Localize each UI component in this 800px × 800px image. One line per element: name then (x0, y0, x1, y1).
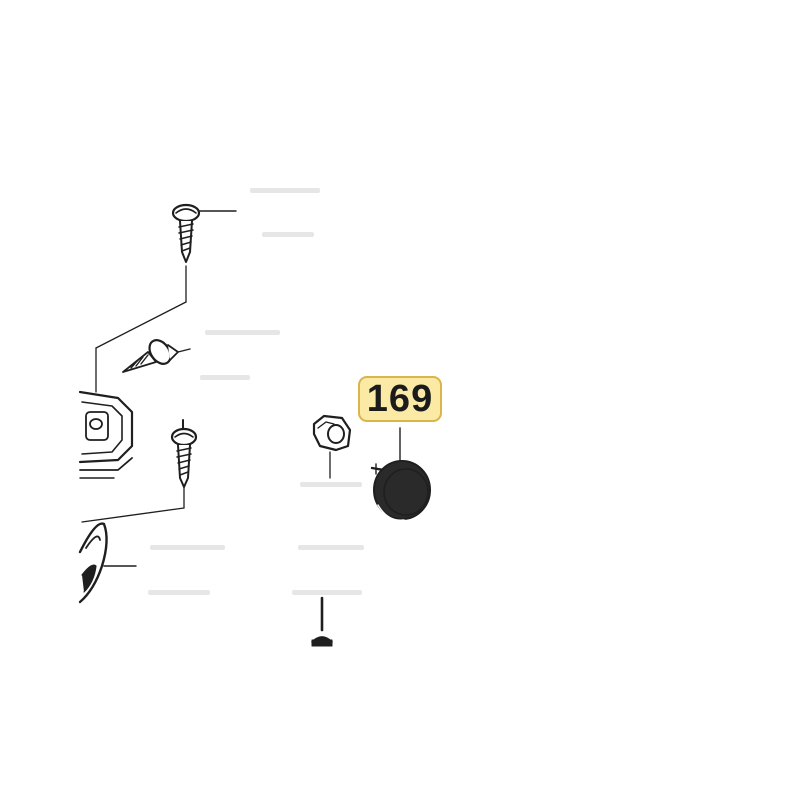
faded-label (292, 590, 362, 595)
screw-top (171, 203, 237, 263)
screw-lower (81, 419, 198, 523)
faded-labels (148, 188, 364, 595)
part-number-callout: 169 (358, 376, 442, 422)
faded-label (300, 482, 362, 487)
faded-label (262, 232, 314, 237)
leader-lines-upper (95, 265, 187, 393)
hex-nut (312, 414, 352, 479)
faded-label (205, 330, 280, 335)
pin-bottom (311, 596, 333, 647)
faded-label (200, 375, 250, 380)
faded-label (148, 590, 210, 595)
housing-edge (78, 522, 137, 604)
bracket-plate (78, 390, 134, 479)
part-number-label: 169 (366, 378, 434, 420)
faded-label (298, 545, 364, 550)
screw-middle (122, 339, 191, 373)
faded-label (250, 188, 320, 193)
faded-label (150, 545, 225, 550)
cap-reflector (370, 427, 431, 521)
